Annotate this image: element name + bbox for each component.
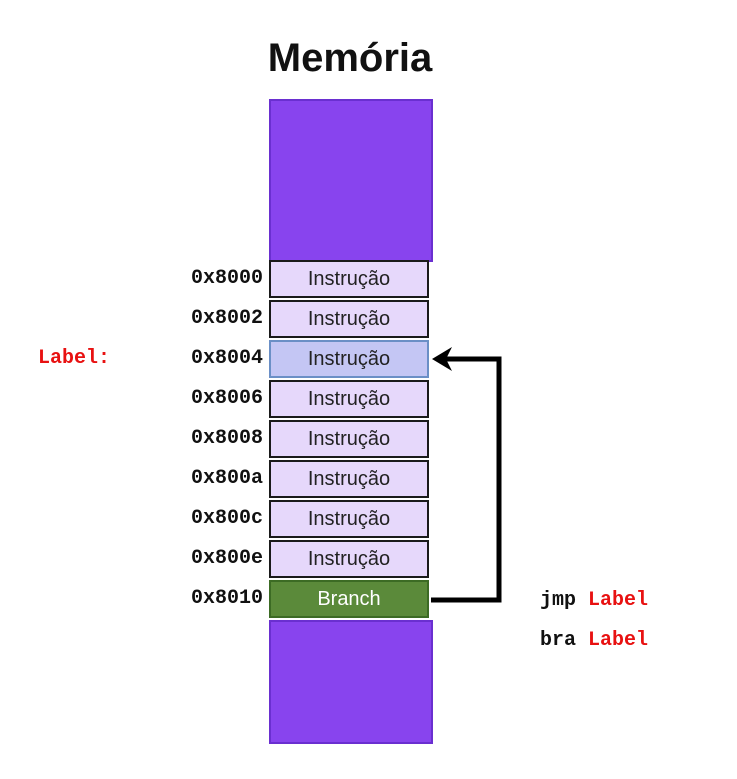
address-label: 0x8010 xyxy=(190,587,263,610)
address-label: 0x800e xyxy=(190,547,263,570)
address-label: 0x8002 xyxy=(190,307,263,330)
address-label: 0x8008 xyxy=(190,427,263,450)
address-label: 0x800a xyxy=(190,467,263,490)
code-opcode: jmp xyxy=(540,589,577,612)
memory-cell-target: Instrução xyxy=(269,340,429,378)
code-line-bra: bra Label xyxy=(540,626,648,656)
code-opcode: bra xyxy=(540,629,577,652)
diagram-title: Memória xyxy=(267,36,433,80)
code-line-jmp: jmp Label xyxy=(540,586,648,616)
arrow-head xyxy=(432,347,452,371)
address-label: 0x8004 xyxy=(190,347,263,370)
memory-block-top xyxy=(269,99,433,262)
address-label: 0x8000 xyxy=(190,267,263,290)
address-label: 0x8006 xyxy=(190,387,263,410)
label-marker: Label: xyxy=(38,347,111,370)
branch-arrow-line xyxy=(431,356,502,603)
memory-cell-instruction: Instrução xyxy=(269,300,429,338)
memory-cell-instruction: Instrução xyxy=(269,500,429,538)
memory-cell-instruction: Instrução xyxy=(269,260,429,298)
code-label: Label xyxy=(588,589,649,612)
memory-block-bottom xyxy=(269,620,433,744)
memory-cell-instruction: Instrução xyxy=(269,380,429,418)
memory-cell-instruction: Instrução xyxy=(269,460,429,498)
code-label: Label xyxy=(588,629,649,652)
memory-cell-instruction: Instrução xyxy=(269,540,429,578)
memory-cell-instruction: Instrução xyxy=(269,420,429,458)
memory-cell-branch: Branch xyxy=(269,580,429,618)
address-label: 0x800c xyxy=(190,507,263,530)
